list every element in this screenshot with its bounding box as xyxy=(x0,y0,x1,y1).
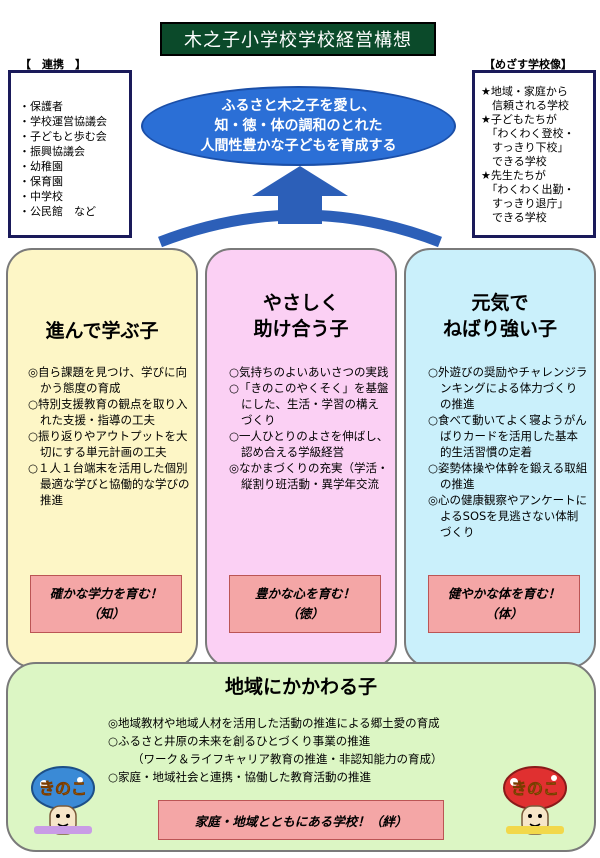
mezasu-item: 「わくわく登校・ xyxy=(481,127,575,140)
column-toku: やさしく 助け合う子 ○気持ちのよいあいさつの実践 ○「きのこのやくそく」を基盤… xyxy=(205,248,397,668)
goal-badge-text: 豊かな心を育む！ xyxy=(254,586,355,601)
page-title: 木之子小学校学校経営構想 xyxy=(160,22,436,56)
column-title: 進んで学ぶ子 xyxy=(45,320,159,342)
mezasu-item: ★子どもたちが xyxy=(481,113,557,126)
renkei-item: ・公民館 など xyxy=(19,205,96,218)
mezasu-item: ★先生たちが xyxy=(481,169,546,182)
renkei-item: ・保育園 xyxy=(19,175,63,188)
column-item: ◎なかまづくりの充実（学活・縦割り班活動・異学年交流 xyxy=(229,461,389,491)
community-section: 地域にかかわる子 ◎地域教材や地域人材を活用した活動の推進による郷土愛の育成 ○… xyxy=(6,662,596,852)
renkei-heading: 【 連携 】 xyxy=(20,58,86,71)
mezasu-item: できる学校 xyxy=(481,155,547,168)
column-item: ○姿勢体操や体幹を鍛える取組の推進 xyxy=(428,461,588,491)
renkei-item: ・学校運営協議会 xyxy=(19,115,107,128)
mezasu-item: すっきり退庁」 xyxy=(481,197,569,210)
goal-badge-sub: （知） xyxy=(87,606,125,621)
renkei-item: ・子どもと歩む会 xyxy=(19,130,107,143)
goal-badge-sub: （徳） xyxy=(286,606,324,621)
column-title: 助け合う子 xyxy=(253,318,349,340)
community-title: 地域にかかわる子 xyxy=(224,676,377,698)
mascot-label: きのこ xyxy=(39,779,87,798)
column-chi: 進んで学ぶ子 ◎自ら課題を見つけ、学びに向かう態度の育成 ○特別支援教育の観点を… xyxy=(6,248,198,668)
column-item: ○気持ちのよいあいさつの実践 xyxy=(229,365,389,379)
mezasu-item: すっきり下校」 xyxy=(481,141,569,154)
community-badge: 家庭・地域とともにある学校！（絆） xyxy=(158,800,444,840)
column-item: ◎心の健康観察やアンケートによるSOSを見逃さない体制づくり xyxy=(428,493,588,539)
goal-badge: 豊かな心を育む！ （徳） xyxy=(229,575,381,633)
renkei-item: ・幼稚園 xyxy=(19,160,63,173)
goal-badge-text: 確かな学力を育む！ xyxy=(49,586,163,601)
mezasu-heading: 【めざす学校像】 xyxy=(484,58,572,71)
vision-ellipse: ふるさと木之子を愛し、 知・徳・体の調和のとれた 人間性豊かな子どもを育成する xyxy=(141,86,456,166)
column-item: ○一人ひとりのよさを伸ばし、認め合える学級経営 xyxy=(229,429,389,459)
up-arrow-icon xyxy=(158,166,442,248)
vision-line: 知・徳・体の調和のとれた xyxy=(214,118,383,134)
column-title: やさしく xyxy=(262,292,339,314)
mezasu-item: できる学校 xyxy=(481,211,547,224)
community-item: ◎地域教材や地域人材を活用した活動の推進による郷土愛の育成 xyxy=(108,716,440,730)
mezasu-box: ★地域・家庭から 信頼される学校 ★子どもたちが 「わくわく登校・ すっきり下校… xyxy=(472,70,596,238)
mezasu-item: ★地域・家庭から xyxy=(481,85,568,98)
renkei-box: ・保護者 ・学校運営協議会 ・子どもと歩む会 ・振興協議会 ・幼稚園 ・保育園 … xyxy=(8,70,132,238)
renkei-item: ・保護者 xyxy=(19,100,63,113)
mezasu-item: 「わくわく出勤・ xyxy=(481,183,575,196)
column-item: ○食べて動いてよく寝ようがんばりカードを活用した基本的生活習慣の定着 xyxy=(428,413,587,459)
renkei-item: ・振興協議会 xyxy=(19,145,85,158)
goal-badge-sub: （体） xyxy=(485,606,523,621)
column-title: ねばり強い子 xyxy=(442,318,557,340)
column-item: ○１人１台端末を活用した個別最適な学びと協働的な学びの推進 xyxy=(28,461,190,507)
column-title: 元気で xyxy=(471,292,529,314)
column-item: ○特別支援教育の観点を取り入れた支援・指導の工夫 xyxy=(28,397,188,427)
community-item: （ワーク＆ライフキャリア教育の推進・非認知能力の育成） xyxy=(132,752,443,766)
column-tai: 元気で ねばり強い子 ○外遊びの奨励やチャレンジランキングによる体力づくりの推進… xyxy=(404,248,596,668)
goal-badge-text: 健やかな体を育む！ xyxy=(447,586,561,601)
kinoko-mascot-icon: きのこ xyxy=(31,766,95,835)
goal-badge: 確かな学力を育む！ （知） xyxy=(30,575,182,633)
community-item: ○ふるさと井原の未来を創るひとづくり事業の推進 xyxy=(108,734,371,748)
mezasu-item: 信頼される学校 xyxy=(481,99,569,112)
kinoko-mascot-icon: きのこ xyxy=(503,766,567,835)
column-item: ◎自ら課題を見つけ、学びに向かう態度の育成 xyxy=(28,365,187,395)
mascot-label: きのこ xyxy=(511,779,559,798)
community-item: ○家庭・地域社会と連携・協働した教育活動の推進 xyxy=(108,770,372,784)
renkei-item: ・中学校 xyxy=(19,190,63,203)
vision-line: 人間性豊かな子どもを育成する xyxy=(200,138,397,154)
goal-badge: 健やかな体を育む！ （体） xyxy=(428,575,580,633)
column-item: ○振り返りやアウトプットを大切にする単元計画の工夫 xyxy=(28,429,188,459)
column-item: ○外遊びの奨励やチャレンジランキングによる体力づくりの推進 xyxy=(428,365,588,411)
column-item: ○「きのこのやくそく」を基盤にした、生活・学習の構えづくり xyxy=(229,381,389,427)
vision-line: ふるさと木之子を愛し、 xyxy=(221,98,376,114)
